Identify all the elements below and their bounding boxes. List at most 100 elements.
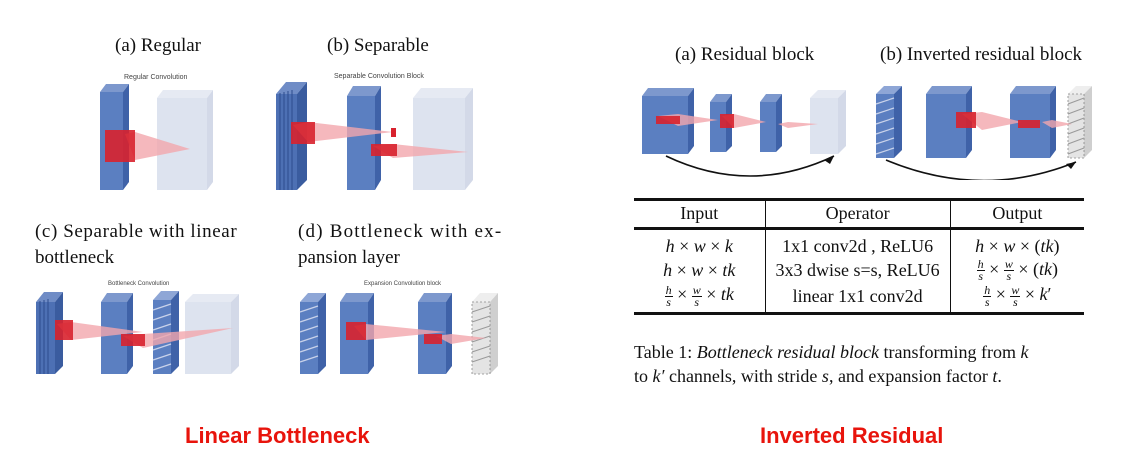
lb-beam-2 xyxy=(123,328,233,348)
caption-regular: (a) Regular xyxy=(115,35,201,56)
header-output: Output xyxy=(949,201,1084,230)
sep-mid-side xyxy=(375,86,381,190)
lb-output-front xyxy=(185,302,231,374)
lb-kernel-2 xyxy=(121,334,145,346)
lb-beam-1 xyxy=(57,322,143,340)
rb-kernel-1 xyxy=(656,116,680,124)
caption-d-line2: pansion layer xyxy=(298,247,400,268)
lb-input-top xyxy=(36,292,63,302)
ir-kernel-1 xyxy=(956,112,976,128)
ex-kernel-1 xyxy=(346,322,366,340)
rb-skip-arrow xyxy=(824,156,834,164)
table-header-row: Input Operator Output xyxy=(634,201,1084,230)
label-linear-bottleneck: Linear Bottleneck xyxy=(185,423,370,448)
lb-thin-top xyxy=(153,291,179,300)
sep-beam-1 xyxy=(293,122,393,142)
ir-beam-1 xyxy=(962,112,1022,130)
ex-input-stripes xyxy=(299,305,319,363)
diagram-expansion xyxy=(299,293,498,375)
caption-residual-block: (a) Residual block xyxy=(675,44,815,65)
lb-input-slices xyxy=(39,299,49,374)
row2-input: h × w × tk xyxy=(663,260,736,281)
sep-mid-top xyxy=(347,86,381,96)
ir-out-stripes xyxy=(1067,97,1085,155)
title-bottleneck-convolution: Bottleneck Convolution xyxy=(108,281,170,287)
caption-var-k: k xyxy=(1020,342,1029,362)
ir-out-side xyxy=(1084,86,1092,158)
caption-var-t: t xyxy=(992,366,998,386)
row1-input: h × w × k xyxy=(665,236,733,256)
ex-mid2-top xyxy=(418,293,452,302)
ir-beam-2 xyxy=(1042,120,1072,128)
ex-mid2-side xyxy=(446,293,452,374)
sep-output-side xyxy=(465,88,473,190)
ex-output-side xyxy=(490,293,498,374)
caption-rest1: transforming from xyxy=(879,342,1021,362)
rb-3-top xyxy=(760,94,782,102)
title-expansion-block: Expansion Convolution block xyxy=(364,281,442,287)
diagram-residual-block xyxy=(642,88,846,177)
lb-output-side xyxy=(231,294,239,374)
sep-mid-front xyxy=(347,96,375,190)
caption-rest5: . xyxy=(997,366,1002,386)
lb-mid-side xyxy=(127,293,133,374)
caption-rest3: channels, with stride xyxy=(664,366,822,386)
caption-expansion: (d) Bottleneck with ex- pansion layer xyxy=(298,219,502,271)
ir-3-top xyxy=(1010,86,1056,94)
caption-prefix: Table 1: xyxy=(634,342,697,362)
lb-input-front xyxy=(36,302,55,374)
rb-kernel-2 xyxy=(720,114,734,128)
output-top xyxy=(157,90,213,98)
ex-beam-2 xyxy=(436,334,486,344)
rb-3-front xyxy=(760,102,776,152)
ir-kernel-2 xyxy=(1018,120,1040,128)
row1-output: h × w × (tk) xyxy=(949,228,1084,258)
lb-mid-top xyxy=(101,293,133,302)
caption-c-line2: bottleneck xyxy=(35,247,115,268)
rb-3-side xyxy=(776,94,782,152)
diagram-regular xyxy=(100,84,213,190)
rb-out-side xyxy=(838,90,846,154)
ir-1-top xyxy=(876,86,902,94)
header-operator: Operator xyxy=(764,201,951,230)
caption-var-s: s xyxy=(821,366,829,386)
lb-kernel-1 xyxy=(55,320,73,340)
lb-output-top xyxy=(185,294,239,302)
ex-mid1-top xyxy=(340,293,374,302)
ex-beam-1 xyxy=(354,324,446,340)
caption-d-line1: (d) Bottleneck with ex- xyxy=(298,221,503,242)
rb-skip-arc xyxy=(665,155,835,177)
title-regular-convolution: Regular Convolution xyxy=(124,74,188,81)
ir-2-top xyxy=(926,86,972,94)
sep-kernel-2 xyxy=(371,144,397,156)
caption-rest4: , and expansion factor xyxy=(828,366,993,386)
ir-1-side xyxy=(894,86,902,158)
diagram-separable xyxy=(276,82,473,190)
diagram-linear-bottleneck xyxy=(36,291,239,374)
sep-kernel-dot xyxy=(391,128,396,137)
ex-output-stripes xyxy=(471,305,491,363)
kernel-beam xyxy=(125,132,190,160)
sep-input-top xyxy=(276,82,307,94)
ex-kernel-2 xyxy=(424,334,442,344)
rb-2-top xyxy=(710,94,732,102)
bottleneck-table-grid: Input Operator Output h × w × k 1x1 conv… xyxy=(634,201,1084,312)
caption-linear-bottleneck: (c) Separable with linear bottleneck xyxy=(35,219,237,271)
caption-inverted-residual-block: (b) Inverted residual block xyxy=(880,44,1083,65)
rb-out-front xyxy=(810,98,838,154)
caption-rest2: to xyxy=(634,366,653,386)
caption-emph: Bottleneck residual block xyxy=(696,342,879,362)
bottleneck-table: Input Operator Output h × w × k 1x1 conv… xyxy=(634,198,1084,315)
diagram-inverted-residual xyxy=(875,86,1092,180)
ir-skip-arrow xyxy=(1066,162,1076,169)
table-caption: Table 1: Bottleneck residual block trans… xyxy=(634,340,1094,388)
sep-output-top xyxy=(413,88,473,98)
output-side xyxy=(207,90,213,190)
ex-input-front xyxy=(300,302,318,374)
row2-operator: 3x3 dwise s=s, ReLU6 xyxy=(764,258,951,284)
